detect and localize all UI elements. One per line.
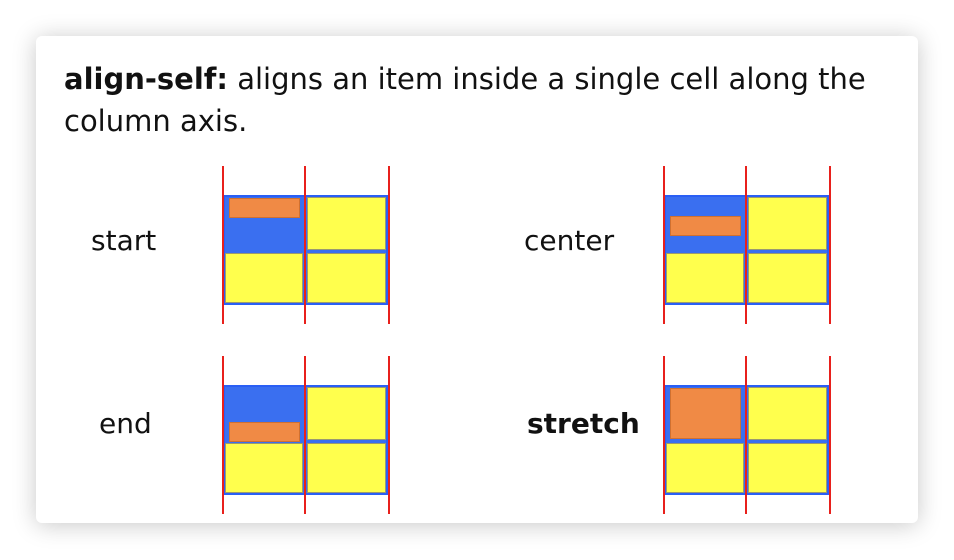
grid-line [663, 356, 665, 514]
grid-cell [666, 443, 744, 493]
grid-cell [307, 387, 386, 440]
diagram-stretch [663, 356, 833, 516]
label-end: end [99, 407, 152, 440]
diagram-end [222, 356, 392, 516]
grid-line [829, 166, 831, 324]
grid-cell [307, 253, 386, 303]
grid-cell [748, 253, 827, 303]
grid-item [670, 388, 741, 439]
grid-cell [307, 443, 386, 493]
label-center: center [524, 224, 615, 257]
grid-cell [307, 197, 386, 250]
grid-cell [225, 253, 303, 303]
label-start: start [91, 224, 157, 257]
grid-line [304, 166, 306, 324]
grid-item [229, 198, 300, 218]
grid-item [670, 216, 741, 236]
heading-keyword: align-self: [64, 62, 228, 96]
heading-text: aligns an item inside a single cell alon… [64, 62, 866, 138]
grid-line [388, 356, 390, 514]
grid-cell [748, 443, 827, 493]
grid-line [663, 166, 665, 324]
diagram-center [663, 166, 833, 326]
grid-line [388, 166, 390, 324]
grid-item [229, 422, 300, 442]
grid-cell [748, 197, 827, 250]
grid-line [304, 356, 306, 514]
heading: align-self: aligns an item inside a sing… [64, 58, 904, 142]
label-stretch: stretch [527, 407, 640, 440]
grid-cell [225, 443, 303, 493]
grid-line [829, 356, 831, 514]
grid-line [745, 166, 747, 324]
grid-cell [666, 253, 744, 303]
grid-line [745, 356, 747, 514]
grid-line [222, 356, 224, 514]
grid-line [222, 166, 224, 324]
grid-cell [748, 387, 827, 440]
diagram-start [222, 166, 392, 326]
